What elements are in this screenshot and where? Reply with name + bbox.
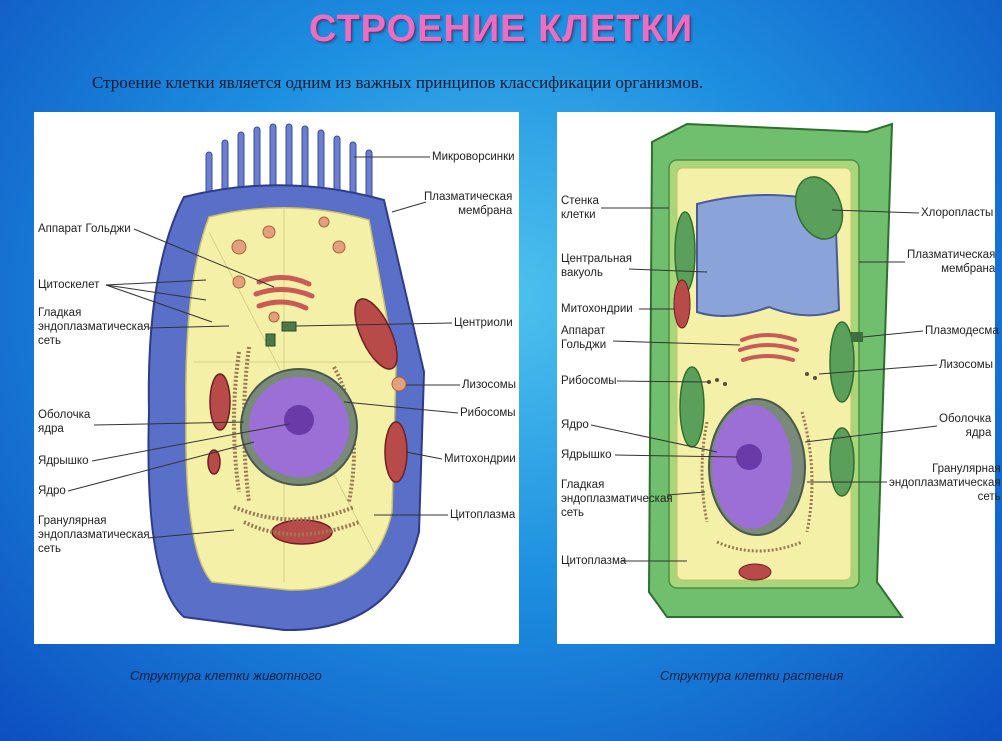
label-mitochondria: Митохондрии — [561, 303, 633, 315]
plant-cell-caption: Структура клетки растения — [660, 668, 844, 683]
label-cytoskeleton: Цитоскелет — [38, 279, 100, 291]
plant-cell-panel: Стенка клетки Хлоропласты Центральная ва… — [557, 112, 1001, 644]
centriole — [281, 321, 297, 332]
nucleolus — [736, 444, 762, 470]
page-subtitle: Строение клетки является одним из важных… — [92, 73, 704, 92]
label-ribosomes: Рибосомы — [561, 375, 617, 387]
chloroplasts — [674, 176, 855, 497]
label-lysosomes: Лизосомы — [462, 379, 516, 391]
label-nucleus: Ядро — [561, 419, 589, 431]
label-microvilli: Микроворсинки — [432, 151, 515, 163]
label-plasmodesma: Плазмодесма — [925, 325, 999, 337]
label-cell-wall: Стенка клетки — [561, 195, 599, 221]
label-chloroplasts: Хлоропласты — [921, 207, 994, 219]
centriole — [265, 333, 276, 347]
mitochondria — [207, 298, 408, 545]
animal-cell-caption: Структура клетки животного — [130, 668, 322, 683]
label-lysosomes: Лизосомы — [939, 359, 993, 371]
label-smooth-er: Гладкая эндоплазматическая сеть — [561, 479, 673, 519]
label-nucleus: Ядро — [38, 485, 66, 497]
label-cytoplasm: Цитоплазма — [450, 509, 516, 521]
label-mitochondria: Митохондрии — [444, 453, 516, 465]
label-plasma-membrane: Плазматическая мембрана — [424, 191, 513, 217]
label-centrioles: Центриоли — [454, 317, 513, 329]
label-plasma-membrane: Плазматическая мембрана — [907, 249, 996, 275]
label-golgi: Аппарат Гольджи — [561, 325, 607, 351]
golgi-apparatus — [738, 333, 799, 362]
label-nuclear-envelope: Оболочка ядра — [38, 409, 91, 435]
label-golgi: Аппарат Гольджи — [38, 223, 131, 235]
label-rough-er: Гранулярная эндоплазматическая сеть — [889, 463, 1001, 503]
label-cytoplasm: Цитоплазма — [561, 555, 627, 567]
nucleolus — [284, 405, 314, 435]
label-rough-er: Гранулярная эндоплазматическая сеть — [38, 515, 150, 555]
microvilli — [205, 123, 373, 207]
animal-cell-panel: Микроворсинки Плазматическая мембрана Ап… — [34, 112, 519, 644]
label-ribosomes: Рибосомы — [460, 407, 516, 419]
label-central-vacuole: Центральная вакуоль — [561, 253, 632, 279]
mitochondrion — [738, 563, 772, 581]
label-nuclear-envelope: Оболочка ядра — [939, 413, 992, 439]
label-smooth-er: Гладкая эндоплазматическая сеть — [38, 307, 150, 347]
plant-cell-diagram — [647, 122, 904, 618]
plasmodesma — [851, 332, 863, 342]
label-nucleolus: Ядрышко — [38, 455, 89, 467]
label-nucleolus: Ядрышко — [561, 449, 612, 461]
mitochondrion — [673, 279, 691, 329]
page-title: СТРОЕНИЕ КЛЕТКИ — [308, 8, 694, 50]
